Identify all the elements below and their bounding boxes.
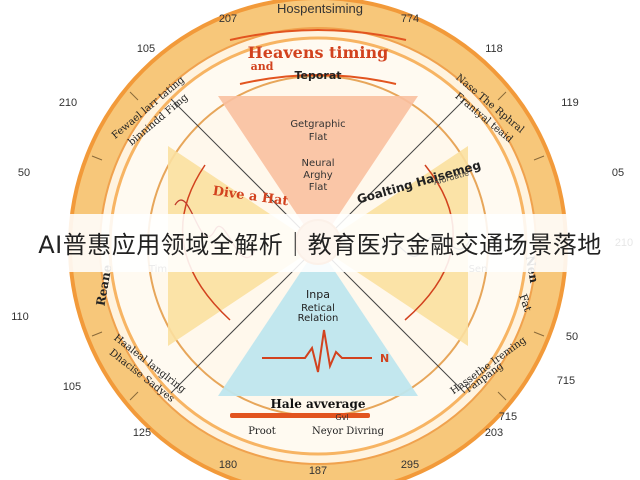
ring-number: 105 bbox=[137, 43, 155, 55]
heading-and: and bbox=[251, 60, 274, 73]
ring-number: 05 bbox=[612, 167, 624, 179]
bottom-wedge-label: Inpa bbox=[306, 288, 330, 301]
segment-right-side-2: Fat bbox=[516, 292, 535, 314]
banner-text: AI普惠应用领域全解析｜教育医疗金融交通场景落地 bbox=[38, 231, 602, 259]
ecg-wave bbox=[262, 329, 372, 373]
bottom-heading: Hale avverage bbox=[271, 397, 366, 411]
ring-number: 180 bbox=[219, 459, 237, 471]
bottom-wedge-label: Retical bbox=[301, 303, 335, 314]
ring-number: 110 bbox=[11, 311, 29, 323]
ring-number: 203 bbox=[485, 427, 503, 439]
overlay-banner bbox=[0, 214, 640, 272]
wave-label: N bbox=[380, 352, 389, 365]
ring-ticks bbox=[91, 91, 545, 401]
ring-number: 295 bbox=[401, 459, 419, 471]
heading-arc-bottom bbox=[239, 74, 397, 85]
bottom-bar bbox=[230, 413, 370, 418]
heading-teporat: Teporat bbox=[294, 69, 341, 82]
ring-number: 715 bbox=[557, 375, 575, 387]
bottom-left-label: Proot bbox=[248, 426, 276, 437]
ring-number: 207 bbox=[219, 13, 237, 25]
ring-number: 715 bbox=[499, 411, 517, 423]
ring-number: 187 bbox=[309, 465, 327, 477]
top-wedge-label: Neural bbox=[302, 158, 335, 169]
ring-number: 118 bbox=[485, 43, 503, 55]
top-title: Hospentsiming bbox=[277, 1, 363, 16]
top-wedge-label: Flat bbox=[309, 182, 328, 193]
ring-number: 119 bbox=[561, 97, 579, 109]
ring-number: 105 bbox=[63, 381, 81, 393]
bottom-right-label: Neyor Divring bbox=[312, 426, 385, 437]
ring-number: 774 bbox=[401, 13, 419, 25]
heading-heavens: Heavens timing bbox=[248, 43, 389, 62]
ring-number: 50 bbox=[566, 331, 578, 343]
top-wedge-label: Arghy bbox=[303, 170, 332, 181]
top-wedge bbox=[218, 96, 418, 246]
top-wedge-label: Flat bbox=[309, 132, 328, 143]
ring-number: 50 bbox=[18, 167, 30, 179]
bottom-wedge-label: Relation bbox=[298, 313, 339, 324]
ring-number: 210 bbox=[59, 97, 77, 109]
heading-arc-top bbox=[229, 29, 407, 41]
ring-number: 125 bbox=[133, 427, 151, 439]
top-wedge-label: Getgraphic bbox=[290, 119, 345, 130]
bottom-small: Gvl bbox=[335, 413, 348, 422]
